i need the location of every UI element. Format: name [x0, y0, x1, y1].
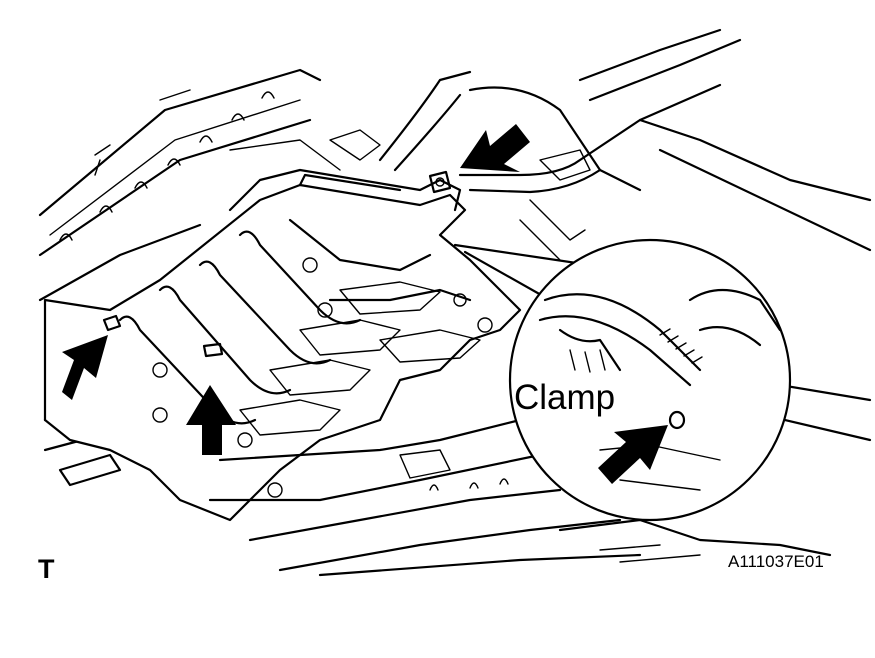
- view-code-label: T: [38, 554, 55, 584]
- arrow-icon: [460, 124, 530, 172]
- upper-pipes: [229, 28, 872, 261]
- lower-frame: [58, 368, 872, 577]
- clamp-callout-label: Clamp: [514, 378, 616, 417]
- arrow-icon: [598, 425, 668, 484]
- undercover-panel: [43, 168, 522, 522]
- arrow-icon: [186, 385, 236, 455]
- clamp-detail-circle: [453, 238, 792, 522]
- arrow-icon: [62, 335, 108, 400]
- figure-id-label: A111037E01: [728, 552, 824, 571]
